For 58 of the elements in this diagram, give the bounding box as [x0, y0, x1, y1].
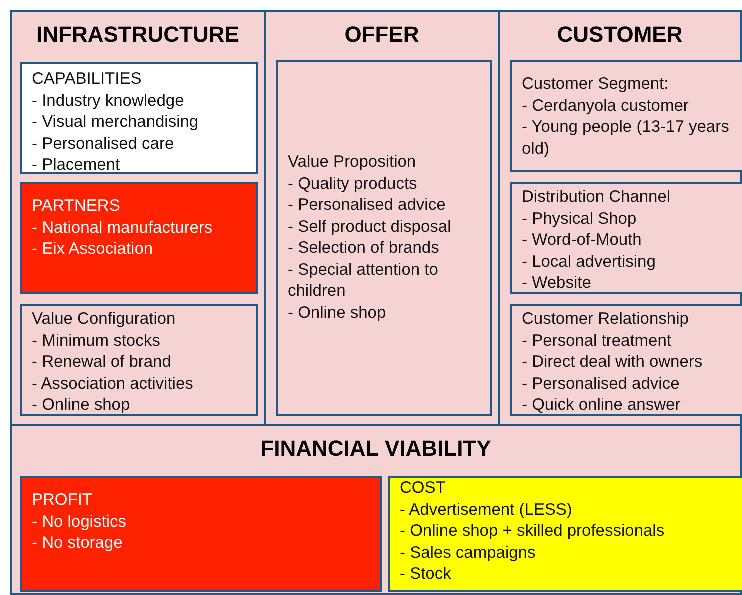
partners-box: [20, 182, 258, 294]
box-heading: Customer Relationship: [521, 309, 690, 330]
list-item: - No logistics: [31, 512, 128, 532]
box-heading: PARTNERS: [31, 196, 122, 217]
list-item: - Word-of-Mouth: [521, 230, 643, 251]
list-item: - Personal treatment: [521, 330, 672, 352]
value-proposition-box: [276, 60, 492, 416]
list-item: - Association activities: [31, 374, 194, 394]
value-configuration-box: [20, 304, 258, 416]
list-item: - Personalised advice: [287, 195, 447, 216]
box-heading: Distribution Channel: [521, 187, 672, 208]
list-item: - Personalised care: [31, 134, 176, 154]
box-heading: Customer Segment:: [521, 74, 670, 95]
financial-viability-panel: [10, 424, 742, 595]
box-heading: COST: [399, 478, 447, 499]
list-item: - Cerdanyola customer: [521, 96, 690, 116]
box-heading: PROFIT: [31, 490, 94, 511]
list-item: - Online shop + skilled professionals: [399, 521, 666, 542]
box-heading: Value Configuration: [31, 309, 177, 330]
customer-relationship-box: [510, 304, 742, 416]
cost-box: [388, 476, 742, 592]
customer-panel: [498, 10, 742, 426]
section-heading: INFRASTRUCTURE: [36, 22, 240, 48]
list-item: - Website: [521, 273, 592, 294]
list-item: - Placement: [31, 155, 122, 176]
customer-segment-box: [510, 60, 742, 172]
distribution-channel-box: [510, 182, 742, 294]
list-item: - Quality products: [287, 174, 418, 194]
list-item: - Renewal of brand: [31, 352, 172, 373]
list-item: - Physical Shop: [521, 208, 638, 230]
box-heading: CAPABILITIES: [31, 69, 143, 90]
list-item: - Minimum stocks: [31, 330, 162, 352]
list-item: - Online shop: [31, 395, 132, 416]
list-item: - Quick online answer: [521, 395, 682, 416]
section-heading: FINANCIAL VIABILITY: [260, 436, 492, 462]
capabilities-box: [20, 62, 258, 174]
list-item: - Online shop: [287, 302, 388, 324]
list-item: - Advertisement (LESS): [399, 500, 574, 520]
list-item: - No storage: [31, 533, 124, 554]
list-item: - Local advertising: [521, 252, 657, 272]
list-item: - Special attention to children: [287, 260, 440, 302]
list-item: - Visual merchandising: [31, 112, 200, 133]
list-item: - Self product disposal: [287, 216, 452, 238]
list-item: - Sales campaigns: [399, 542, 537, 564]
list-item: - Industry knowledge: [31, 90, 186, 112]
section-heading: CUSTOMER: [556, 22, 684, 48]
infrastructure-panel: [10, 10, 266, 426]
list-item: - National manufacturers: [31, 218, 214, 238]
list-item: - Personalised advice: [521, 374, 681, 394]
section-heading: OFFER: [344, 22, 420, 48]
profit-box: [20, 476, 382, 592]
list-item: - Stock: [399, 564, 452, 585]
list-item: - Eix Association: [31, 239, 154, 260]
list-item: - Selection of brands: [287, 238, 440, 259]
list-item: - Direct deal with owners: [521, 352, 704, 373]
list-item: - Young people (13-17 years old): [521, 117, 730, 160]
box-heading: Value Proposition: [287, 152, 418, 173]
offer-panel: [264, 10, 500, 426]
